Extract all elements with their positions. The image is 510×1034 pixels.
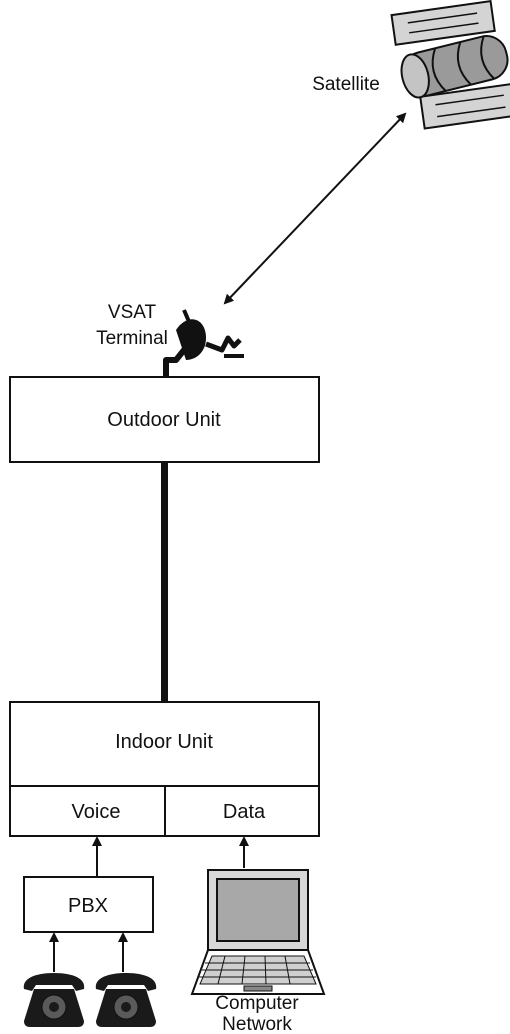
vsat-label-line2: Terminal	[96, 328, 168, 349]
satellite-label: Satellite	[312, 74, 380, 95]
vsat-dish-icon	[166, 310, 244, 376]
telephone-icon	[24, 973, 84, 1027]
computer-network-label-line1: Computer	[215, 993, 299, 1014]
outdoor-unit-label: Outdoor Unit	[107, 409, 221, 431]
laptop-icon	[192, 870, 324, 994]
pbx-label: PBX	[68, 895, 108, 917]
data-port-label: Data	[223, 801, 266, 823]
vsat-label-line1: VSAT	[108, 302, 157, 323]
telephone-icon	[96, 973, 156, 1027]
voice-port-label: Voice	[72, 801, 121, 823]
indoor-unit-label: Indoor Unit	[115, 731, 213, 753]
computer-network-label-line2: Network	[222, 1014, 292, 1034]
satellite-icon	[392, 1, 510, 128]
uplink-downlink-arrow	[225, 114, 405, 303]
ifl-cable	[161, 462, 168, 702]
